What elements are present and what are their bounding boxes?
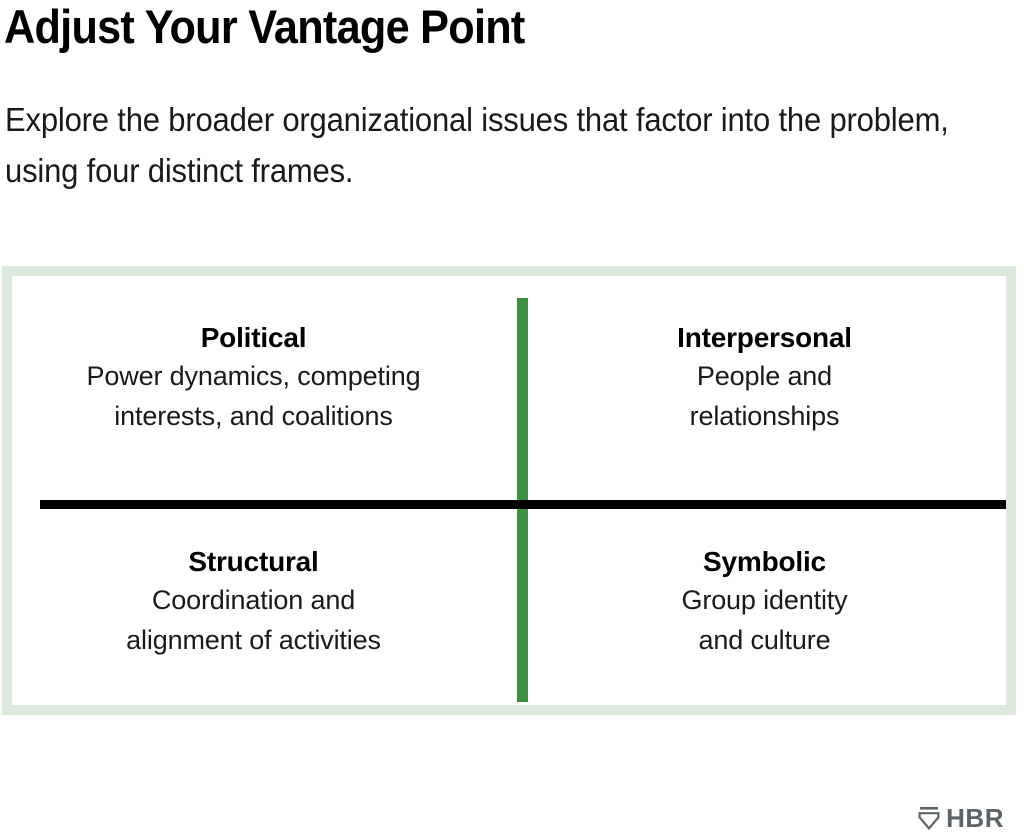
- hbr-wordmark: HBR: [946, 803, 1004, 833]
- quadrant-political-label: Political: [200, 322, 307, 354]
- quadrant-structural-label: Structural: [188, 545, 319, 577]
- quadrant-political: Political Power dynamics, competing inte…: [12, 276, 509, 491]
- horizontal-axis-line: [40, 500, 1006, 509]
- quadrant-matrix: Political Power dynamics, competing inte…: [2, 266, 1016, 715]
- quadrant-structural: Structural Coordination and alignment of…: [12, 491, 509, 706]
- quadrant-symbolic-description: Group identity and culture: [681, 584, 848, 655]
- page-subtitle: Explore the broader organizational issue…: [5, 101, 949, 189]
- hbr-logo: HBR: [918, 805, 1004, 831]
- quadrant-grid: Political Power dynamics, competing inte…: [12, 276, 1006, 705]
- quadrant-political-description: Power dynamics, competing interests, and…: [86, 361, 421, 432]
- quadrant-interpersonal: Interpersonal People and relationships: [509, 276, 1006, 491]
- page-title: Adjust Your Vantage Point: [4, 0, 525, 53]
- quadrant-symbolic: Symbolic Group identity and culture: [509, 491, 1006, 706]
- quadrant-symbolic-label: Symbolic: [703, 545, 826, 577]
- quadrant-interpersonal-description: People and relationships: [689, 361, 840, 432]
- hbr-shield-icon: [918, 807, 940, 831]
- quadrant-interpersonal-label: Interpersonal: [677, 322, 852, 354]
- quadrant-structural-description: Coordination and alignment of activities: [126, 584, 381, 655]
